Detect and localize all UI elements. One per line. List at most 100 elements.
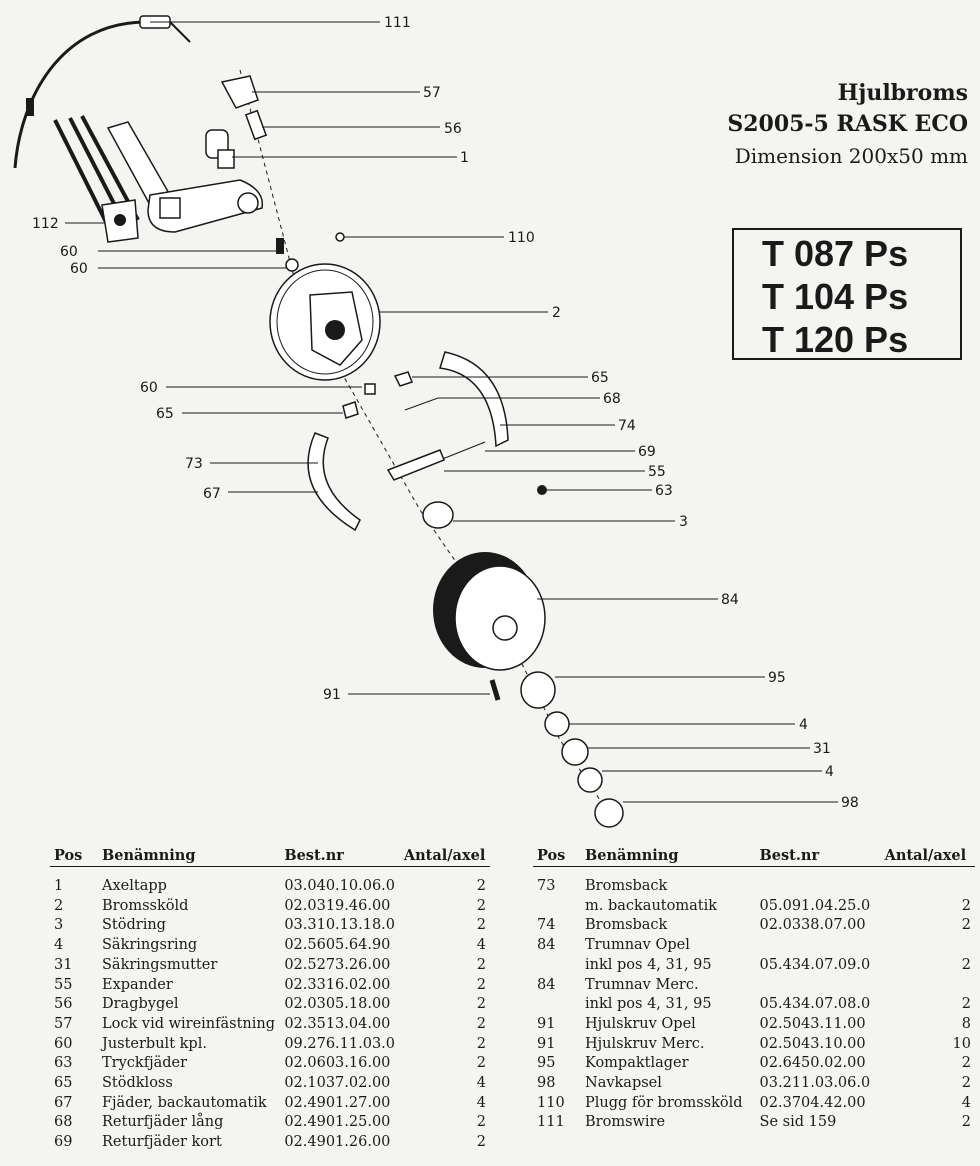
header-name: Benämning <box>98 845 281 867</box>
cell-quantity: 2 <box>961 1075 971 1092</box>
cell-pos: 91 <box>537 1015 556 1032</box>
cell-pos: 57 <box>54 1015 73 1032</box>
cell-pos: 4 <box>54 937 64 954</box>
cell-pos <box>533 897 581 917</box>
cell-name: Returfjäder kort <box>102 1134 222 1151</box>
cell-quantity: 2 <box>961 917 971 934</box>
cell-pos: 1 <box>54 878 64 894</box>
cell-quantity: 2 <box>476 976 486 993</box>
header-pos: Pos <box>533 845 581 867</box>
dimension-label: Dimension 200x50 mm <box>734 144 968 168</box>
cell-part-number: 02.0338.07.00 <box>759 917 866 934</box>
header-qty: Antal/axel <box>880 845 975 867</box>
cell-name: Plugg för bromssköld <box>585 1094 743 1111</box>
cell-pos: 98 <box>537 1075 556 1092</box>
cell-pos: 55 <box>54 976 73 993</box>
cell-part-number: 05.434.07.09.0 <box>759 956 871 973</box>
cell-part-number: 02.5273.26.00 <box>284 956 391 973</box>
cell-part-number: 02.3513.04.00 <box>284 1015 391 1032</box>
cell-pos: 110 <box>537 1094 565 1111</box>
cell-quantity: 2 <box>476 917 486 934</box>
part-74-brake-shoe <box>439 351 509 448</box>
part-4-circlip <box>577 767 603 793</box>
part-65-support-block <box>393 371 413 387</box>
cell-name: Lock vid wireinfästning <box>102 1015 276 1032</box>
cell-name: inkl pos 4, 31, 95 <box>585 956 712 973</box>
callout-74: 74 <box>618 418 636 434</box>
cell-quantity: 8 <box>961 1015 971 1032</box>
cell-part-number: 02.0603.16.00 <box>284 1055 391 1072</box>
part-2-brake-shield <box>269 263 381 381</box>
page-title: Hjulbroms <box>837 80 968 106</box>
part-84-drum-hub <box>433 552 546 671</box>
callout-56: 56 <box>444 121 462 137</box>
cell-quantity: 2 <box>476 956 486 973</box>
cell-name: Navkapsel <box>585 1075 662 1092</box>
cell-quantity: 2 <box>476 878 486 894</box>
part-98-hub-cap <box>594 798 624 828</box>
model-code: T 087 Ps <box>762 233 909 274</box>
callout-69: 69 <box>638 444 656 460</box>
cell-part-number: 02.1037.02.00 <box>284 1075 391 1092</box>
callout-2: 2 <box>552 305 561 321</box>
cell-pos: 73 <box>537 878 556 894</box>
cell-part-number: 02.3704.42.00 <box>759 1094 866 1111</box>
cell-quantity <box>881 877 975 897</box>
cell-name: Stödkloss <box>102 1075 173 1092</box>
cell-part-number: 03.310.13.18.0 <box>284 917 396 934</box>
cell-quantity <box>881 936 975 956</box>
cell-quantity <box>881 976 975 996</box>
model-name: S2005-5 RASK ECO <box>727 111 968 137</box>
cell-part-number: 03.040.10.06.0 <box>284 878 396 894</box>
cell-pos: 74 <box>537 917 556 934</box>
exploded-view-diagram: 111 57 56 1 112 60 60 110 2 60 65 68 65 … <box>13 15 859 828</box>
part-110-plug <box>335 232 345 242</box>
callout-95: 95 <box>768 670 786 686</box>
assembly-axis <box>239 69 611 816</box>
callout-55: 55 <box>648 464 666 480</box>
part-56-bracket <box>244 109 268 141</box>
cell-name: Trumnav Opel <box>585 937 690 954</box>
cell-pos: 95 <box>537 1055 556 1072</box>
callout-57: 57 <box>423 85 441 101</box>
cell-part-number: 09.276.11.03.0 <box>284 1035 396 1052</box>
cell-quantity: 4 <box>961 1094 971 1111</box>
header-part: Best.nr <box>755 845 881 867</box>
callout-73: 73 <box>185 456 203 472</box>
callout-60a: 60 <box>60 244 78 260</box>
cell-part-number: 02.4901.27.00 <box>284 1094 391 1111</box>
cell-name: Säkringsmutter <box>102 956 218 973</box>
part-60-bolt <box>364 383 376 395</box>
cell-name: Dragbygel <box>102 996 179 1013</box>
title-block: Hjulbroms S2005-5 RASK ECO Dimension 200… <box>727 78 968 172</box>
header-name: Benämning <box>581 845 756 867</box>
part-69-return-spring <box>439 441 486 461</box>
cell-part-number: 02.0319.46.00 <box>284 897 391 914</box>
cell-quantity: 2 <box>476 1134 486 1151</box>
cell-name: Expander <box>102 976 173 993</box>
cell-pos: 56 <box>54 996 73 1013</box>
cell-pos <box>533 956 581 976</box>
cell-name: Tryckfjäder <box>102 1055 188 1072</box>
cell-part-number: 02.6450.02.00 <box>759 1055 866 1072</box>
callout-68: 68 <box>603 391 621 407</box>
callout-65b: 65 <box>156 406 174 422</box>
cell-name: inkl pos 4, 31, 95 <box>585 996 712 1013</box>
cell-quantity: 4 <box>476 1075 486 1092</box>
